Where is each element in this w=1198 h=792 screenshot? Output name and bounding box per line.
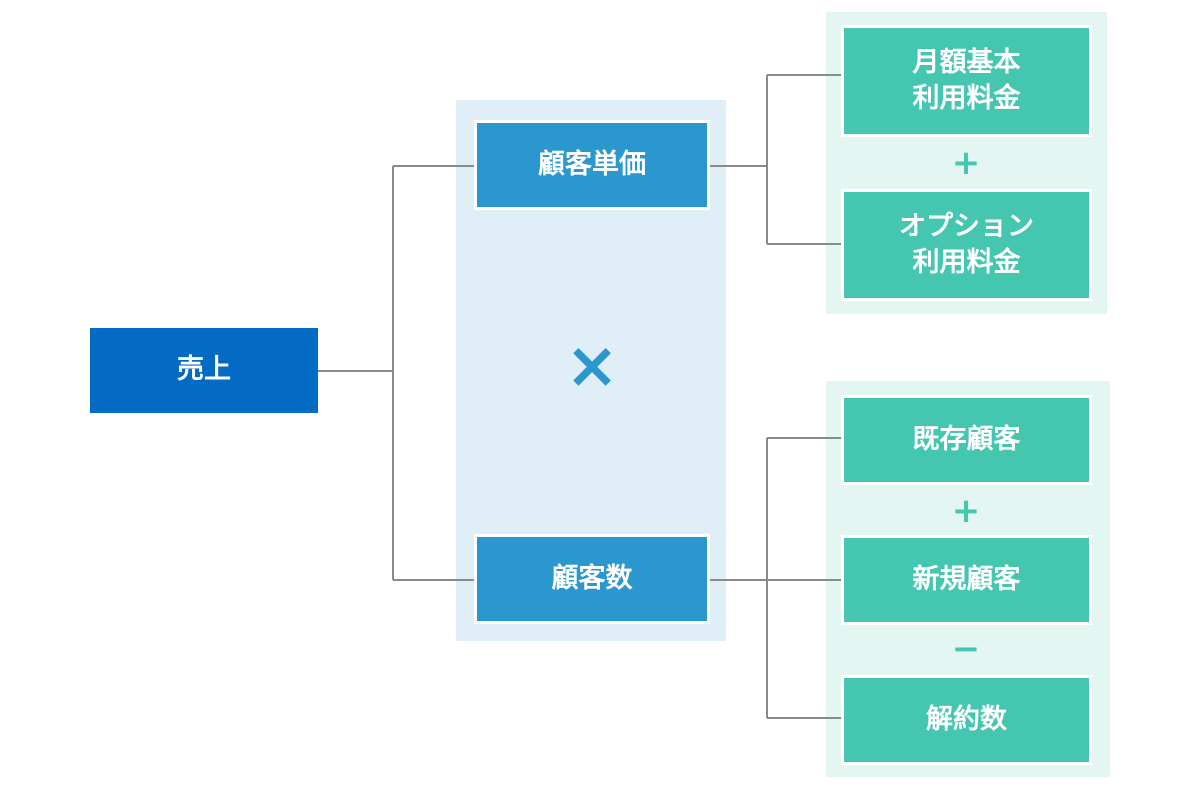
multiply-operator: × xyxy=(565,329,619,403)
monthly-fee-box: 月額基本 利用料金 xyxy=(841,25,1092,137)
unit-price-box: 顧客単価 xyxy=(474,120,710,210)
root-sales-label: 売上 xyxy=(177,354,231,386)
existing-customers-box: 既存顧客 xyxy=(841,395,1092,485)
churn-count-box: 解約数 xyxy=(841,675,1092,765)
root-sales-box: 売上 xyxy=(90,328,318,413)
customer-count-label: 顧客数 xyxy=(551,562,633,594)
churn-count-label: 解約数 xyxy=(926,703,1007,735)
monthly-fee-label: 月額基本 利用料金 xyxy=(912,46,1021,114)
plus-operator: + xyxy=(951,143,981,183)
minus-operator: − xyxy=(951,629,981,669)
existing-customers-label: 既存顧客 xyxy=(912,423,1021,455)
unit-price-label: 顧客単価 xyxy=(538,148,646,180)
option-fee-box: オプション 利用料金 xyxy=(841,189,1092,301)
new-customers-box: 新規顧客 xyxy=(841,535,1092,625)
plus-operator: + xyxy=(951,491,981,531)
customer-count-box: 顧客数 xyxy=(474,534,710,624)
new-customers-label: 新規顧客 xyxy=(912,563,1021,595)
option-fee-label: オプション 利用料金 xyxy=(899,210,1034,278)
